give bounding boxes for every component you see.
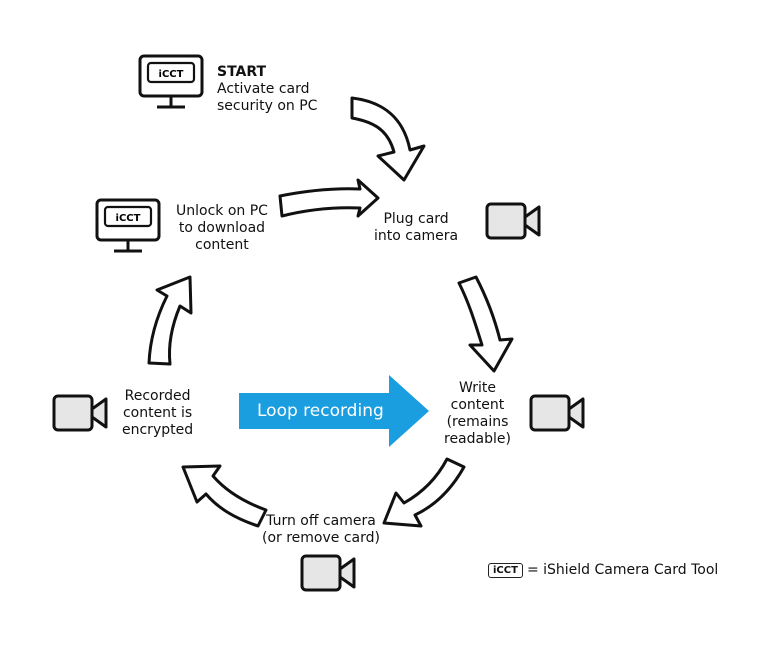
plug-step-label: Plug card into camera (374, 211, 458, 245)
unlock-step-label: Unlock on PC to download content (176, 203, 268, 254)
start-monitor-icon (138, 54, 204, 109)
legend-text: = iShield Camera Card Tool (526, 562, 719, 578)
arrow-plug-to-write (457, 275, 514, 373)
unlock-monitor-badge: iCCT (116, 213, 141, 224)
unlock-line-3: content (195, 237, 249, 253)
turnoff-line-1: Turn off camera (266, 513, 376, 529)
recorded-line-3: encrypted (122, 422, 194, 438)
legend-badge-icon: iCCT (488, 562, 523, 578)
write-line-2: content (450, 397, 505, 413)
turnoff-step-label: Turn off camera (or remove card) (262, 513, 380, 547)
recorded-line-1: Recorded (124, 388, 191, 404)
arrow-write-to-turnoff (382, 457, 466, 528)
recorded-step-label: Recorded content is encrypted (122, 388, 193, 439)
arrow-turnoff-to-recorded (181, 464, 268, 528)
plug-line-2: into camera (374, 228, 459, 244)
recorded-line-2: content is (122, 405, 193, 421)
loop-recording-label: Loop recording (257, 401, 384, 421)
start-title: START (217, 64, 267, 80)
arrow-unlock-to-plug (278, 178, 380, 218)
start-label: START Activate card security on PC (217, 64, 317, 115)
recorded-camera-icon (52, 394, 108, 432)
write-line-1: Write (459, 380, 496, 396)
arrow-recorded-to-unlock (147, 275, 193, 366)
start-line-1: Activate card (217, 81, 310, 97)
plug-camera-icon (485, 202, 541, 240)
start-monitor-badge: iCCT (159, 69, 184, 80)
arrow-start-to-plug (350, 96, 426, 182)
write-camera-icon (529, 394, 585, 432)
unlock-line-1: Unlock on PC (176, 203, 268, 219)
write-line-4: readable) (444, 431, 511, 447)
write-line-3: (remains (446, 414, 509, 430)
write-step-label: Write content (remains readable) (444, 380, 511, 448)
plug-line-1: Plug card (383, 211, 449, 227)
loop-recording-arrow (239, 375, 429, 447)
start-line-2: security on PC (217, 98, 318, 114)
legend: iCCT= iShield Camera Card Tool (488, 562, 718, 578)
unlock-monitor-icon (95, 198, 161, 253)
unlock-line-2: to download (178, 220, 266, 236)
turnoff-line-2: (or remove card) (262, 530, 380, 546)
turnoff-camera-icon (300, 554, 356, 592)
